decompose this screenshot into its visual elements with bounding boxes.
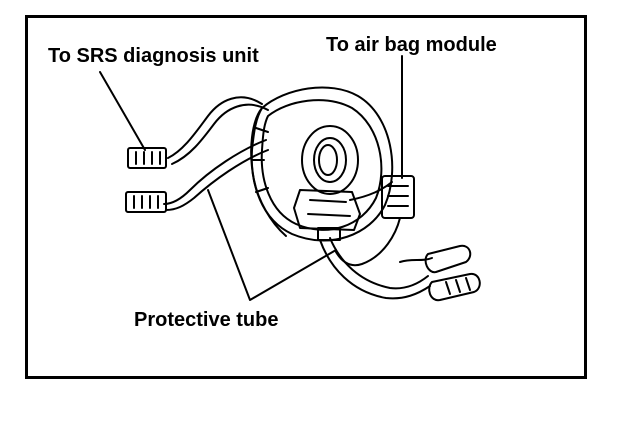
clock-spring-body [250, 86, 394, 242]
harness-lower [163, 139, 267, 205]
harness-bottom [319, 239, 431, 300]
center-hub [301, 125, 359, 195]
label-protective-tube: Protective tube [134, 309, 279, 331]
airbag-wire [349, 181, 393, 201]
srs-connector-1 [127, 147, 167, 169]
leader-tube [207, 189, 337, 301]
leader-srs [99, 71, 146, 151]
label-srs-diagnosis-unit: To SRS diagnosis unit [48, 45, 259, 67]
figure-frame [25, 15, 587, 379]
label-air-bag-module: To air bag module [326, 34, 497, 56]
airbag-connector [381, 175, 415, 219]
srs-connector-2 [125, 191, 167, 213]
harness-upper [167, 96, 263, 159]
lower-connector-housing [293, 189, 361, 231]
bottom-connector-2 [428, 272, 481, 302]
bottom-connector-1 [424, 244, 472, 274]
